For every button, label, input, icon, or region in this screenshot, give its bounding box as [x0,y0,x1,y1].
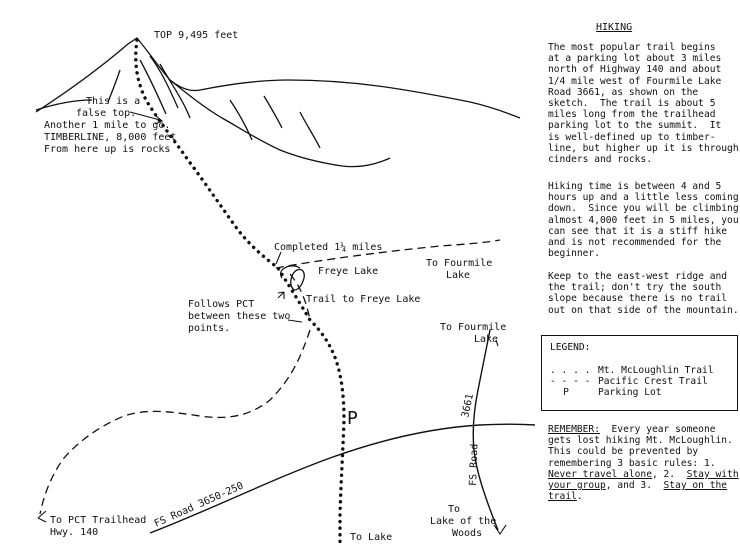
hiking-line: slope because there is no trail [548,293,728,305]
remember-line-1: REMEMBER: Every year someone [548,424,736,435]
remember-line-7: trail. [548,491,736,502]
label-woods-3: Woods [452,528,482,539]
label-fourmile-upper-2: Lake [446,270,470,281]
hiking-line: almost 4,000 feet in 5 miles, you [548,214,739,226]
remember-line-6: your group, and 3. Stay on the [548,480,736,491]
freye-lake [290,268,305,291]
hiking-line: 1/4 mile west of Fourmile Lake [548,75,722,87]
label-parking: P [347,408,358,429]
remember-text: , and 3. [605,480,664,492]
pointer-arrows [37,111,507,535]
label-completed: Completed 1¼ miles [274,241,382,253]
hiking-line: parking lot to the summit. It [548,120,722,132]
hiking-line: Keep to the east-west ridge and [548,271,728,282]
hiking-line: hours up and a little less coming [548,192,739,204]
remember-line-5: Never travel alone, 2. Stay with [548,468,739,480]
label-follows-1: Follows PCT [188,299,254,310]
label-follows-3: points. [188,323,230,334]
rule-2b: your group [548,480,606,492]
remember-line-3: This could be prevented by [548,446,699,458]
label-trail-to-freye: Trail to Freye Lake [306,294,420,305]
hiking-line: can see that it is a stiff hike [548,225,728,237]
hiking-line: cinders and rocks. [548,154,652,166]
label-woods-2: Lake of the [430,516,496,527]
legend-label: Pacific Crest Trail [598,376,708,387]
hiking-line: and is not recommended for the [548,237,722,249]
legend-title: LEGEND: [550,342,591,353]
hiking-line: out on that side of the mountain. [548,304,739,316]
hiking-line: sketch. The trail is about 5 [548,98,716,110]
hiking-line: The most popular trail begins [548,42,716,53]
hiking-line: Road 3661, as shown on the [548,86,699,98]
legend-item-pct: - - - - Pacific Crest Trail [550,376,708,387]
label-lake-bottom: To Lake [350,532,392,543]
label-fourmile-lower-1: To Fourmile [440,322,506,333]
remember-line-2: gets lost hiking Mt. McLoughlin. [548,435,733,447]
label-fourmile-upper-1: To Fourmile [426,258,492,269]
hiking-line: Hiking time is between 4 and 5 [548,181,722,192]
remember-line-4: remembering 3 basic rules: 1. [548,457,716,469]
label-pct-trailhead-2: Hwy. 140 [50,527,98,538]
trail-map: TOP 9,495 feet This is a false top. Anot… [35,30,536,545]
freye-lake-spur [280,265,301,279]
label-freye-lake: Freye Lake [318,266,378,277]
remember-text: . [576,491,583,503]
pacific-crest-trail [39,239,501,515]
label-false-top-3: Another 1 mile to go. [44,120,170,131]
remember-text: , 2. [651,468,687,480]
legend-label: Parking Lot [598,387,662,398]
legend-symbol: P [563,387,569,398]
hiking-line: beginner. [548,248,600,260]
hiking-line: miles long from the trailhead [548,109,716,121]
label-woods-1: To [448,504,460,515]
hiking-title: HIKING [596,22,633,33]
hiking-line: the trail; don't try the south [548,282,722,294]
label-top: TOP 9,495 feet [154,30,238,41]
remember-text: Every year someone [599,424,716,435]
hiking-line: down. Since you will be climbing [548,203,739,215]
hiking-line: at a parking lot about 3 miles [548,53,722,65]
fs-road-3650-250 [149,423,536,534]
rule-3a: Stay on the [663,480,728,492]
hiking-line: north of Highway 140 and about [548,64,722,76]
label-fs-road-3650-250: FS Road 3650-250 [153,481,245,530]
legend-box: LEGEND: . . . . Mt. McLoughlin Trail - - … [541,335,738,411]
rule-2a: Stay with [686,468,739,480]
hiking-line: is well-defined up to timber- [548,131,716,143]
label-timberline: TIMBERLINE, 8,000 feet [44,132,176,143]
legend-symbol: . . . . [550,365,591,376]
rule-1: Never travel alone [548,468,652,480]
label-follows-2: between these two [188,311,290,322]
label-false-top-1: This is a [86,96,140,107]
rule-3b: trail [548,491,577,503]
legend-symbol: - - - - [550,376,591,387]
label-fs-road: FS Road [468,444,480,487]
remember-heading: REMEMBER: [548,424,600,435]
label-road-3661: 3661 [460,393,476,419]
label-fourmile-lower-2: Lake [474,334,498,345]
label-rocks: From here up is rocks [44,144,170,155]
roads [149,329,536,534]
label-false-top-2: false top. [76,108,136,119]
road-3661 [472,329,499,531]
label-pct-trailhead-1: To PCT Trailhead [50,515,146,526]
remember-note: REMEMBER: Every year someone gets lost h… [548,424,739,502]
legend-item-parking: P Parking Lot [550,387,662,398]
hiking-line: line, but higher up it is through [548,142,739,154]
legend-item-mcloughlin: . . . . Mt. McLoughlin Trail [550,365,714,376]
legend-label: Mt. McLoughlin Trail [598,365,714,376]
mountain-sketch [35,37,521,168]
